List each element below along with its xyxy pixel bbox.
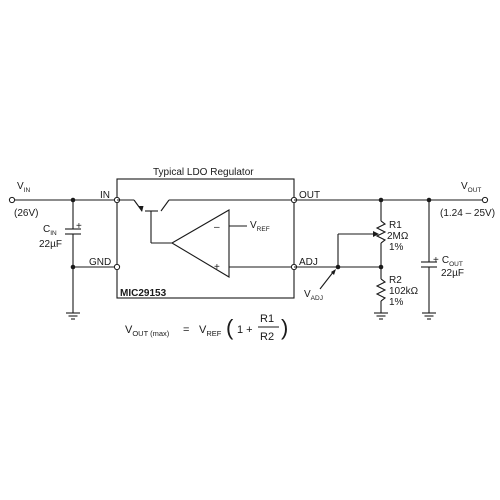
in-pin-label: IN xyxy=(100,190,110,201)
opamp-minus: – xyxy=(214,222,220,233)
regulator-box xyxy=(116,178,295,299)
error-amplifier xyxy=(170,209,230,278)
r2-value: 102kΩ xyxy=(389,286,419,297)
equation-vref: VREF xyxy=(199,324,222,338)
output-voltage-equation: VOUT (max) = VREF ( 1 + R1 R2 ) xyxy=(125,313,288,343)
r1-tolerance: 1% xyxy=(389,242,404,253)
vin-value: (26V) xyxy=(14,208,38,219)
vin-label: VIN xyxy=(17,181,30,194)
vout-label: VOUT xyxy=(461,181,481,194)
out-pin-label: OUT xyxy=(299,190,320,201)
cin-polarity: + xyxy=(76,221,82,232)
equation-equals: = xyxy=(183,324,189,336)
transistor-arrow-icon xyxy=(138,206,144,212)
wiper-arrow-icon xyxy=(373,231,379,237)
equation-lhs: VOUT (max) xyxy=(125,324,170,338)
equation-denominator: R2 xyxy=(260,331,274,343)
equation-lparen: ( xyxy=(226,315,234,340)
vout-terminal xyxy=(481,196,489,204)
cout-label: +COUT xyxy=(433,255,463,268)
transistor-lead-out xyxy=(160,199,170,212)
vout-value: (1.24 – 25V) xyxy=(440,208,495,219)
diagram-title: Typical LDO Regulator xyxy=(153,167,254,178)
vadj-label: VADJ xyxy=(304,289,323,302)
gnd-pin-label: GND xyxy=(89,257,111,268)
vin-terminal xyxy=(8,196,16,204)
equation-numerator: R1 xyxy=(260,313,274,325)
cout-value: 22µF xyxy=(441,268,464,279)
r1-value: 2MΩ xyxy=(387,231,409,242)
vref-label: VREF xyxy=(250,220,270,233)
gnd-pin xyxy=(113,263,121,271)
r2-name: R2 xyxy=(389,275,402,286)
cin-value: 22µF xyxy=(39,239,62,250)
vadj-pointer xyxy=(319,270,335,290)
r2-resistor xyxy=(375,278,387,302)
equation-one-plus: 1 + xyxy=(237,324,253,336)
chip-label: MIC29153 xyxy=(120,288,167,299)
r1-name: R1 xyxy=(389,220,402,231)
equation-rparen: ) xyxy=(281,315,288,340)
opamp-plus: + xyxy=(214,262,220,273)
r2-tolerance: 1% xyxy=(389,297,404,308)
adj-pin-label: ADJ xyxy=(299,257,318,268)
r1-resistor xyxy=(375,220,387,244)
cin-label: CIN xyxy=(43,224,57,237)
vadj-arrow-icon xyxy=(331,269,336,275)
